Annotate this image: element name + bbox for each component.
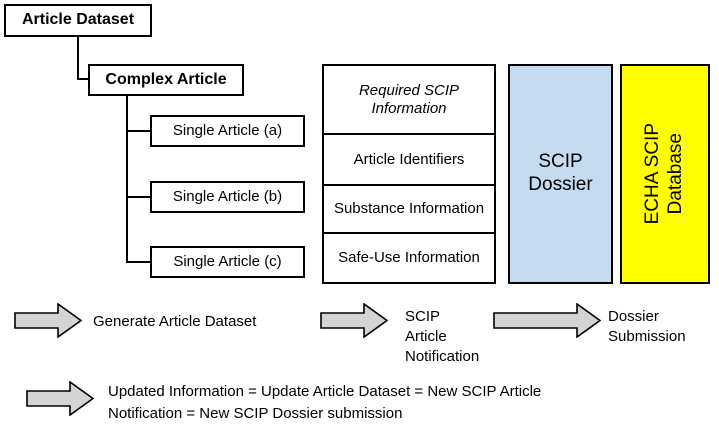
node-complex-article-label: Complex Article: [105, 70, 227, 88]
node-complex-article: Complex Article: [88, 64, 244, 96]
node-single-article-a: Single Article (a): [150, 115, 305, 147]
scip-information-table: Required SCIP Information Article Identi…: [322, 64, 496, 284]
arrow-dossier-submission: [493, 303, 601, 338]
scip-table-header: Required SCIP Information: [324, 66, 494, 135]
connector-branch-a: [126, 130, 152, 132]
scip-table-row-safe-use-information: Safe-Use Information: [324, 234, 494, 282]
block-scip-dossier: SCIP Dossier: [508, 64, 613, 284]
node-article-dataset: Article Dataset: [4, 4, 152, 37]
node-single-article-b: Single Article (b): [150, 181, 305, 213]
scip-table-row-safe-use-information-label: Safe-Use Information: [338, 249, 480, 267]
node-single-article-b-label: Single Article (b): [172, 188, 283, 206]
arrow-scip-article-notification-label: SCIP Article Notification: [405, 308, 480, 365]
arrow-updated-information: [26, 381, 94, 416]
node-single-article-c: Single Article (c): [150, 246, 305, 278]
node-single-article-c-label: Single Article (c): [173, 253, 282, 271]
block-arrow-icon: [493, 303, 601, 338]
scip-table-row-substance-information: Substance Information: [324, 186, 494, 234]
footer-caption: Updated Information = Update Article Dat…: [108, 383, 542, 422]
node-single-article-a-label: Single Article (a): [172, 122, 283, 140]
block-arrow-icon: [320, 303, 388, 338]
arrow-dossier-submission-label: Dossier Submission: [608, 308, 686, 345]
connector-children-spine: [126, 96, 128, 263]
block-scip-dossier-label: SCIP Dossier: [528, 151, 593, 195]
arrow-generate-article-dataset-label: Generate Article Dataset: [93, 313, 257, 330]
block-arrow-icon: [14, 303, 82, 338]
scip-table-header-label: Required SCIP Information: [358, 82, 460, 117]
connector-branch-c: [126, 261, 152, 263]
block-echa-scip-database: ECHA SCIP Database: [620, 64, 710, 284]
arrow-generate-article-dataset: [14, 303, 82, 338]
connector-root-vertical: [77, 37, 79, 80]
scip-table-row-article-identifiers-label: Article Identifiers: [353, 150, 465, 168]
arrow-scip-article-notification: [320, 303, 388, 338]
connector-branch-b: [126, 196, 152, 198]
node-article-dataset-label: Article Dataset: [21, 11, 135, 29]
block-arrow-icon: [26, 381, 94, 416]
scip-table-row-substance-information-label: Substance Information: [333, 200, 485, 218]
connector-root-horizontal: [77, 78, 90, 80]
scip-table-row-article-identifiers: Article Identifiers: [324, 135, 494, 186]
block-echa-scip-database-label: ECHA SCIP Database: [642, 123, 686, 225]
